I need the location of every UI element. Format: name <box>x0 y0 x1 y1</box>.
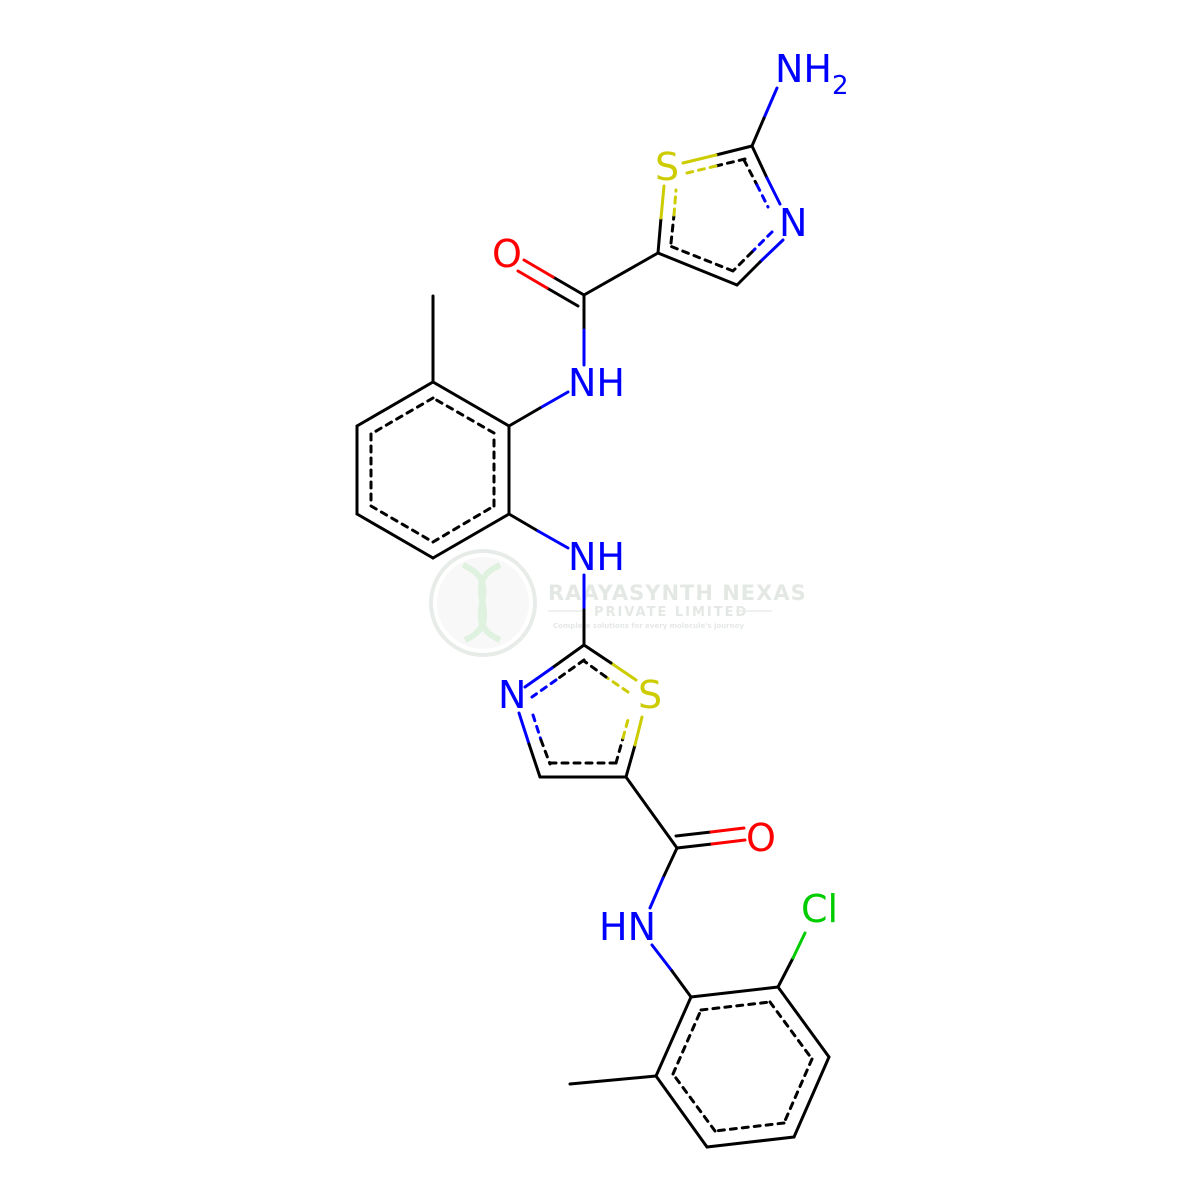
bond-c5-carbonyl <box>582 251 660 297</box>
bond-ring3-a <box>689 985 780 999</box>
bond-ring2-d <box>355 512 435 560</box>
bond-c2-n-b <box>765 176 782 206</box>
atom-hn-amide-bottom: HN <box>599 905 656 949</box>
bond-n-c4 <box>758 238 785 264</box>
atom-cl: Cl <box>801 887 838 931</box>
bond-c2-s-b <box>681 153 718 165</box>
bond-c5-s1-dash-b <box>621 714 631 740</box>
bond-ring3-e <box>654 1074 709 1149</box>
bond-ring2-b-dash <box>369 396 435 436</box>
bond-c2-n-dash <box>742 158 759 187</box>
bond-c5-s-dash-b <box>672 188 678 217</box>
bond-aryl-nh <box>507 512 540 533</box>
atom-o-top: O <box>492 232 522 276</box>
bond-ring2-b <box>355 380 435 428</box>
bond-ring3-b-dash <box>768 1000 814 1061</box>
atom-nh-amine-mid: NH <box>568 535 625 579</box>
atom-o-bottom: O <box>746 816 776 860</box>
atom-s-top: S <box>655 145 679 189</box>
bond-c2-s-dash-b <box>685 164 718 175</box>
bond-n-c4-dash <box>750 230 774 254</box>
bond-s1-c2-dash <box>604 675 630 694</box>
bond-aryl-nh-b <box>536 529 570 550</box>
atom-nh2: NH2 <box>775 47 849 101</box>
bond-n-c4-dash-b <box>732 250 754 272</box>
bond-hn-aryl-b <box>670 969 693 999</box>
bond-c5-carbonyl-bottom <box>624 775 679 850</box>
bond-c2-n3-dash-b <box>530 678 558 699</box>
bond-ring3-b <box>776 985 831 1059</box>
bond-ring3-e-dash <box>671 1072 717 1133</box>
bond-ring3-f <box>654 995 693 1078</box>
bond-carbonyl-o-2 <box>545 286 580 308</box>
watermark-tagline: Complete solutions for every molecule's … <box>553 622 744 630</box>
bond-c2-n3 <box>550 643 586 670</box>
bond-carbonyl-o-2b <box>516 269 549 290</box>
atom-nh-amide-top: NH <box>568 361 625 405</box>
watermark: RAAYASYNTH NEXAS PRIVATE LIMITED Complet… <box>429 549 807 657</box>
bond-s1-c2-b <box>582 643 613 665</box>
bond-c4-c5 <box>656 251 739 287</box>
bond-c2-n3-dash <box>554 658 586 682</box>
atom-labels: NH2 S N O NH NH N S O HN Cl <box>492 47 849 949</box>
bond-ring3-f-dash <box>671 1008 703 1076</box>
atom-n-top: N <box>779 201 807 245</box>
bond-carbonyl-o-bottom-1 <box>675 842 714 850</box>
bond-ring2-a-dash <box>431 396 496 435</box>
bond-carbonyl-hn-b <box>648 876 665 910</box>
bond-carbonyl-hn <box>661 846 679 880</box>
watermark-subtitle: PRIVATE LIMITED <box>594 605 748 620</box>
bond-n3-c4 <box>517 711 531 746</box>
bond-carbonyl-o-1 <box>551 275 586 297</box>
bond-ring3-cl-b <box>791 931 807 960</box>
bond-ring3-d <box>705 1135 796 1149</box>
bond-ring2-e-dash <box>431 504 496 544</box>
watermark-company: RAAYASYNTH NEXAS <box>548 581 807 605</box>
bond-ring3-c <box>792 1055 831 1139</box>
bond-c5-s <box>656 216 663 255</box>
bond-ring2-d-dash <box>369 504 435 544</box>
bond-carbonyl-o-bottom-2 <box>674 830 713 838</box>
bond-ring3-d-dash <box>713 1121 786 1133</box>
watermark-dna-icon <box>461 562 502 643</box>
bond-c2-n <box>750 144 769 180</box>
bond-ring3-cl <box>776 956 795 989</box>
bond-carbonyl-o-bottom-1b <box>710 838 747 846</box>
bond-c5-s-b <box>659 184 666 220</box>
bond-c5-s-dash <box>669 213 676 245</box>
bond-s1-c2-dash-b <box>582 659 608 679</box>
bond-c2-n3-b <box>523 666 554 689</box>
bond-nh2-c2 <box>762 86 779 120</box>
bond-ring3-a-dash <box>699 1000 772 1012</box>
bond-n3-c4-dash-b <box>539 738 552 766</box>
bond-c2-n-dash-b <box>755 183 770 209</box>
bond-nh-aryl <box>538 390 570 410</box>
watermark-logo-ring <box>429 549 537 657</box>
bond-carbonyl-o-bottom-2b <box>709 826 746 834</box>
bonds <box>355 86 831 1149</box>
bond-carbonyl-o-1b <box>522 258 555 279</box>
bond-hn-aryl <box>650 943 674 973</box>
bond-c5-s1-b <box>633 715 644 747</box>
bond-c5-s1 <box>624 743 637 779</box>
atom-n-mid: N <box>498 673 526 717</box>
atom-s-mid: S <box>638 673 662 717</box>
bond-ring2-e <box>431 512 511 560</box>
bond-n-c4-b <box>735 260 762 287</box>
bond-c5-s1-dash <box>614 736 625 765</box>
bond-n3-c4-b <box>527 742 542 779</box>
bond-ring3-methyl <box>568 1074 658 1086</box>
bond-ring3-c-dash <box>782 1057 814 1125</box>
bond-c2-s-dash <box>714 157 747 168</box>
bond-c2-s <box>714 144 754 157</box>
bond-ring2-a <box>431 380 511 428</box>
bond-s1-c2 <box>609 661 638 682</box>
bond-n3-c4-dash <box>531 713 543 742</box>
bond-c4-c5-dash <box>668 244 735 273</box>
bond-nh-aryl-b <box>507 406 542 428</box>
bond-nh2-c2b <box>750 116 766 148</box>
